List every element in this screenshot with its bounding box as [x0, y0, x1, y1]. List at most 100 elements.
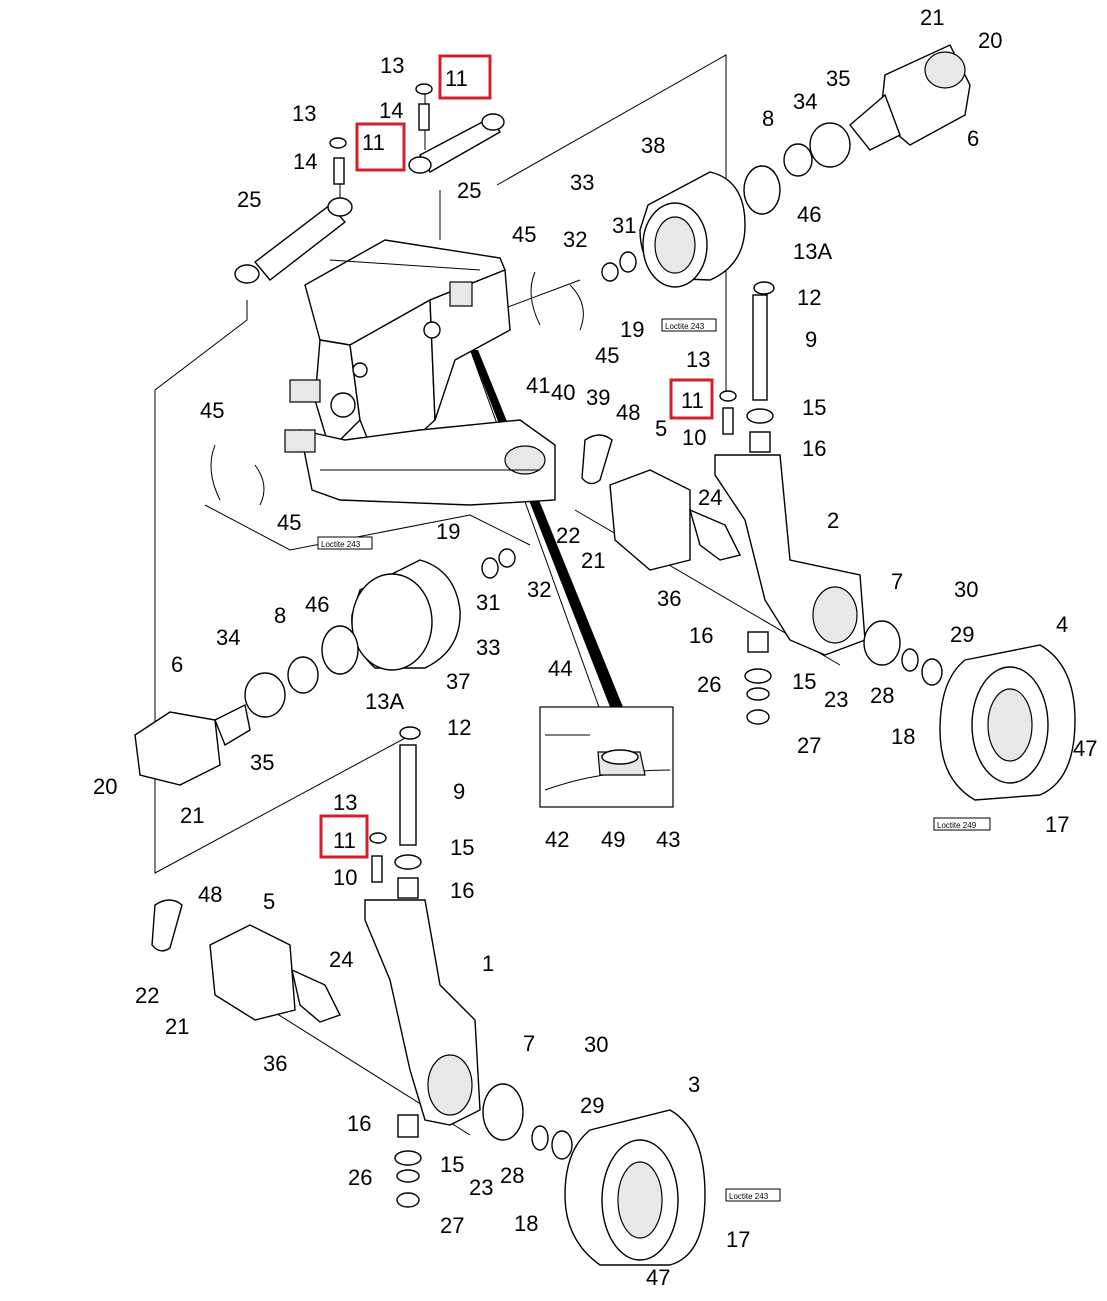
- disc-46-lower: [321, 625, 359, 675]
- part-label-13: 13: [686, 347, 710, 372]
- part-label-1: 1: [482, 951, 494, 976]
- pin-14-right: [418, 103, 430, 131]
- part-label-18: 18: [514, 1211, 538, 1236]
- shim-45-c: [210, 444, 221, 501]
- part-label-45: 45: [200, 398, 224, 423]
- part-label-21: 21: [920, 5, 944, 30]
- loctite-note-1: Loctite 243: [661, 318, 717, 332]
- part-label-45: 45: [595, 343, 619, 368]
- part-label-21: 21: [165, 1014, 189, 1039]
- part-label-9: 9: [453, 779, 465, 804]
- part-label-22: 22: [135, 983, 159, 1008]
- part-label-16: 16: [450, 878, 474, 903]
- part-label-31: 31: [612, 213, 636, 238]
- part-label-15: 15: [450, 835, 474, 860]
- part-label-30: 30: [584, 1032, 608, 1057]
- part-label-40: 40: [551, 380, 575, 405]
- bushing-16-mid: [747, 631, 769, 653]
- part-label-21: 21: [180, 803, 204, 828]
- hydraulic-cylinder-right: [408, 113, 505, 174]
- part-label-13: 13: [380, 53, 404, 78]
- part-label-6: 6: [967, 126, 979, 151]
- part-label-38: 38: [641, 133, 665, 158]
- part-label-4: 4: [1056, 612, 1068, 637]
- part-label-11: 11: [333, 828, 356, 853]
- part-label-19: 19: [436, 519, 460, 544]
- part-label-49: 49: [601, 827, 625, 852]
- part-label-25: 25: [237, 187, 261, 212]
- part-label-18: 18: [891, 724, 915, 749]
- washer-26-bottom: [396, 1169, 420, 1183]
- hub-7-upper: [863, 620, 901, 666]
- motor-6-lower: [134, 703, 251, 786]
- part-label-35: 35: [250, 750, 274, 775]
- pin-14-left: [333, 157, 345, 185]
- washer-26-mid: [746, 687, 770, 701]
- part-label-46: 46: [797, 202, 821, 227]
- wheel-4: [939, 644, 1076, 801]
- part-label-32: 32: [563, 227, 587, 252]
- part-label-21: 21: [581, 548, 605, 573]
- clip-11-b: [415, 83, 433, 95]
- drum-38: [639, 171, 746, 288]
- lever-48-lower: [151, 899, 183, 952]
- nut-32-lower: [498, 548, 516, 568]
- part-label-23: 23: [469, 1175, 493, 1200]
- swing-arm-2: [714, 454, 866, 656]
- part-label-39: 39: [586, 385, 610, 410]
- part-label-16: 16: [347, 1111, 371, 1136]
- part-label-27: 27: [797, 733, 821, 758]
- part-label-11: 11: [681, 388, 704, 413]
- nut-32-upper: [601, 262, 619, 282]
- part-label-8: 8: [274, 603, 286, 628]
- part-label-16: 16: [802, 436, 826, 461]
- highlight-box-2: [355, 122, 406, 172]
- part-label-5: 5: [655, 416, 667, 441]
- drum-37: [351, 559, 461, 671]
- ring-31-lower: [481, 557, 499, 579]
- part-label-35: 35: [826, 66, 850, 91]
- part-label-13a: 13A: [365, 689, 404, 714]
- part-label-36: 36: [263, 1051, 287, 1076]
- part-label-13: 13: [333, 790, 357, 815]
- loctite-note-4: Loctite 243: [725, 1188, 781, 1202]
- ring-27-mid: [746, 709, 770, 725]
- part-label-23: 23: [824, 687, 848, 712]
- part-label-26: 26: [697, 672, 721, 697]
- part-label-30: 30: [954, 577, 978, 602]
- part-label-44: 44: [548, 656, 572, 681]
- part-label-27: 27: [440, 1213, 464, 1238]
- part-label-15: 15: [792, 669, 816, 694]
- part-label-32: 32: [527, 577, 551, 602]
- disc-46-upper: [743, 165, 781, 215]
- part-label-17: 17: [1045, 812, 1069, 837]
- main-frame: [284, 239, 556, 506]
- part-label-42: 42: [545, 827, 569, 852]
- part-label-34: 34: [216, 625, 240, 650]
- ring-34-upper: [809, 122, 851, 168]
- lever-48-upper: [581, 434, 613, 485]
- part-label-10: 10: [682, 425, 706, 450]
- highlight-box-3: [669, 378, 714, 420]
- shim-45-a: [530, 271, 541, 326]
- hub-8-lower: [287, 656, 319, 694]
- pin-10-upper: [722, 407, 734, 435]
- part-label-26: 26: [348, 1165, 372, 1190]
- part-label-10: 10: [333, 865, 357, 890]
- washer-15-lower: [394, 854, 422, 870]
- part-label-5: 5: [263, 889, 275, 914]
- part-label-22: 22: [556, 523, 580, 548]
- part-label-12: 12: [447, 715, 471, 740]
- part-label-48: 48: [198, 882, 222, 907]
- part-label-24: 24: [698, 485, 722, 510]
- bushing-16-bottom: [397, 1114, 419, 1138]
- washer-15-bottom: [394, 1150, 422, 1166]
- hydraulic-cylinder-left: [234, 197, 353, 284]
- part-label-24: 24: [329, 947, 353, 972]
- detail-view: [539, 706, 674, 808]
- motor-5-upper: [609, 469, 742, 571]
- clip-11-d: [369, 832, 387, 844]
- part-label-45: 45: [277, 510, 301, 535]
